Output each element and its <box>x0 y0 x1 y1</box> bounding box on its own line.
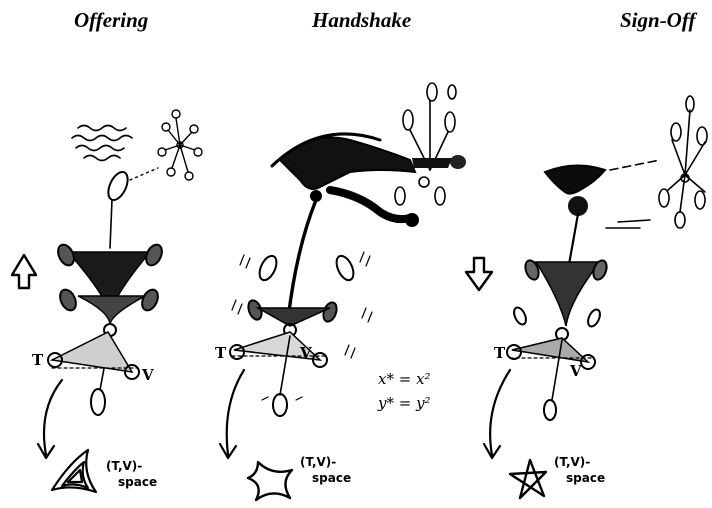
dark-t-shape <box>543 164 607 195</box>
space-label-3a: (T,V)- <box>554 455 590 469</box>
astroid-symbol <box>246 460 294 502</box>
down-arrow-icon <box>464 256 494 292</box>
space-label-1a: (T,V)- <box>106 459 142 473</box>
handshake-panel: T V (T,V)- space x* = x² y* = y² <box>215 82 466 502</box>
panel-title-sign-off: Sign-Off <box>620 8 696 32</box>
equation-x: x* = x² <box>378 370 431 388</box>
bridge-shape <box>278 136 417 190</box>
panel-title-handshake: Handshake <box>312 8 412 32</box>
space-label-2b: space <box>312 471 351 485</box>
molecule-network <box>157 109 203 181</box>
up-arrow-icon <box>10 253 38 290</box>
pentagram-symbol <box>508 458 548 500</box>
axis-label-v-2: V <box>299 344 312 362</box>
space-label-3b: space <box>566 471 605 485</box>
space-label-2a: (T,V)- <box>300 455 336 469</box>
equation-y: y* = y² <box>377 394 431 412</box>
axis-label-t-3: T <box>494 344 506 362</box>
molecule-network-3 <box>658 95 708 229</box>
axis-label-v: V <box>141 366 154 384</box>
axis-label-v-3: V <box>569 362 582 380</box>
axis-label-t-2: T <box>215 344 227 362</box>
wavy-lines <box>71 124 133 162</box>
sign-off-panel: T V (T,V)- space <box>464 95 708 500</box>
molecule-network-2 <box>394 82 457 206</box>
offering-panel: T V (T,V)- space <box>10 109 203 494</box>
triangle-symbol <box>50 448 98 494</box>
space-label-1b: space <box>118 475 157 489</box>
panel-title-offering: Offering <box>74 8 149 32</box>
axis-label-t: T <box>32 351 44 369</box>
